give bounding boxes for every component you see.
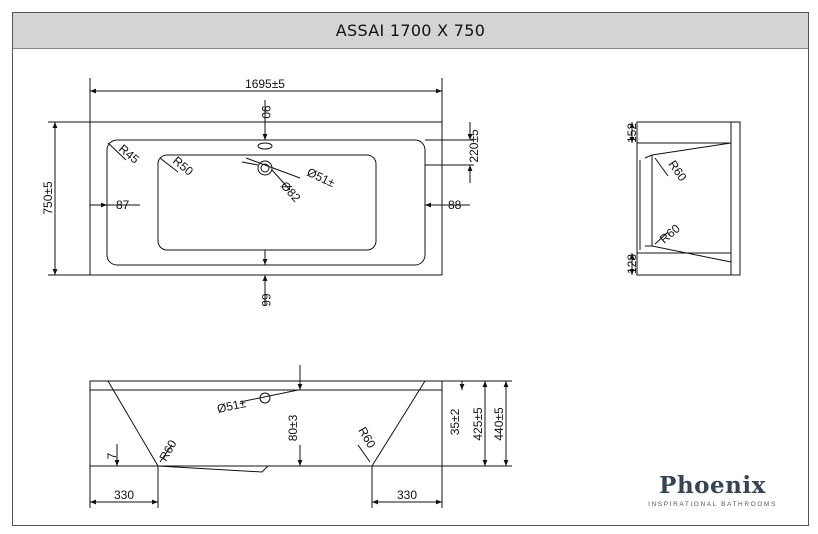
dim-overall-height: 440±5 <box>492 407 506 441</box>
dim-corner-radius-inner: R50 <box>170 154 196 179</box>
dim-overall-length: 1695±5 <box>245 77 285 91</box>
dim-side-bottom-height: 128 <box>625 254 639 274</box>
dim-side-radius-top: R60 <box>666 158 690 184</box>
front-outer-outline <box>89 380 443 467</box>
dim-inner-depth: 425±5 <box>471 407 485 441</box>
dim-overflow-diameter: Ø82 <box>278 179 304 205</box>
dim-front-waste-height: 80±3 <box>286 414 300 441</box>
drawing-title: ASSAI 1700 X 750 <box>13 13 808 49</box>
dim-overall-width: 750±5 <box>41 181 55 215</box>
front-view <box>89 365 512 508</box>
dim-waste-diameter: Ø51± <box>305 165 338 190</box>
plan-outer-outline <box>89 121 443 276</box>
dim-side-top-height: 152 <box>625 123 639 143</box>
dim-right-offset: 330 <box>397 488 417 502</box>
dim-rim-thickness: 35±2 <box>448 408 462 435</box>
brand-logo: Phoenix INSPIRATIONAL BATHROOMS <box>640 472 785 509</box>
side-view <box>629 121 741 276</box>
dim-side-radius-bottom: R60 <box>657 221 683 246</box>
dim-front-waste-diameter: Ø51± <box>216 396 248 416</box>
brand-name: Phoenix <box>659 472 766 499</box>
dim-right-top-margin: 220±5 <box>467 129 481 163</box>
overflow-outlet <box>257 142 273 150</box>
dim-corner-radius-outer: R45 <box>116 142 142 167</box>
dim-bottom-margin: 66 <box>259 293 273 307</box>
plan-inner-rim <box>106 139 426 266</box>
plan-view <box>48 78 474 305</box>
plan-basin <box>157 154 377 251</box>
drawing-frame <box>12 12 809 526</box>
dim-left-margin: 87 <box>116 198 130 212</box>
brand-tagline: INSPIRATIONAL BATHROOMS <box>648 501 777 508</box>
dim-right-margin: 88 <box>448 198 462 212</box>
dim-floor-gap: 7 <box>105 452 119 459</box>
dim-front-left-radius: R60 <box>156 437 179 463</box>
dim-left-offset: 330 <box>114 488 134 502</box>
dim-top-margin: 90 <box>259 105 273 119</box>
front-basin-profile <box>107 380 426 467</box>
side-outer-outline <box>636 121 741 276</box>
